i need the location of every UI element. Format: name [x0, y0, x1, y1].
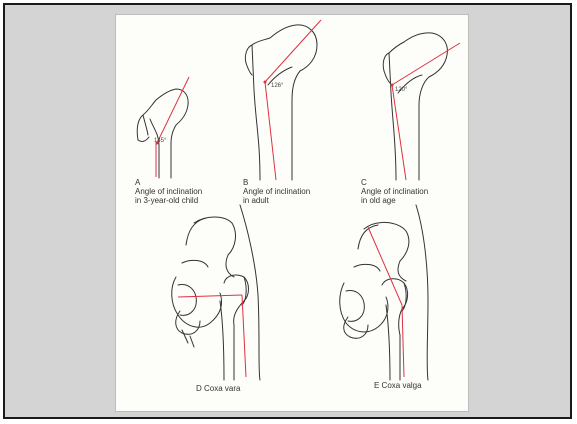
panel-a-line1: Angle of inclination	[135, 187, 202, 196]
panel-b-caption: B Angle of inclination in adult	[243, 178, 310, 205]
angle-value-c: 120°	[395, 87, 407, 93]
axis-vertex-markers	[156, 81, 394, 145]
panel-b-line2: in adult	[243, 196, 310, 205]
neck-axis-a	[157, 77, 189, 143]
panel-c-letter: C	[361, 178, 428, 187]
shaft-axis-d	[242, 295, 246, 377]
femur-child-drawing	[137, 89, 188, 178]
femur-old-age-drawing	[383, 33, 447, 180]
angle-value-b: 126°	[271, 83, 283, 89]
neck-axis-b	[265, 20, 321, 82]
panel-c-line2: in old age	[361, 196, 428, 205]
anatomy-plate: 145° 126° 120° A Angle of inclination in…	[116, 15, 468, 411]
angle-value-a: 145°	[154, 138, 166, 144]
panel-e-caption: E Coxa valga	[374, 381, 422, 390]
panel-b-letter: B	[243, 178, 310, 187]
panel-b-line1: Angle of inclination	[243, 187, 310, 196]
neck-axis-e	[368, 227, 402, 305]
femur-illustrations	[116, 15, 468, 411]
neck-axis-d	[178, 295, 242, 297]
neck-axis-c	[392, 43, 460, 85]
panel-a-line2: in 3-year-old child	[135, 196, 202, 205]
shaft-axis-b	[265, 82, 276, 180]
panel-c-line1: Angle of inclination	[361, 187, 428, 196]
shaft-axis-e	[402, 305, 404, 377]
coxa-vara-drawing	[172, 205, 260, 380]
panel-a-caption: A Angle of inclination in 3-year-old chi…	[135, 178, 202, 205]
femur-adult-drawing	[245, 25, 317, 180]
panel-a-letter: A	[135, 178, 202, 187]
panel-c-caption: C Angle of inclination in old age	[361, 178, 428, 205]
panel-d-caption: D Coxa vara	[196, 384, 240, 393]
coxa-valga-drawing	[340, 205, 428, 380]
slide-frame: 145° 126° 120° A Angle of inclination in…	[3, 3, 572, 419]
